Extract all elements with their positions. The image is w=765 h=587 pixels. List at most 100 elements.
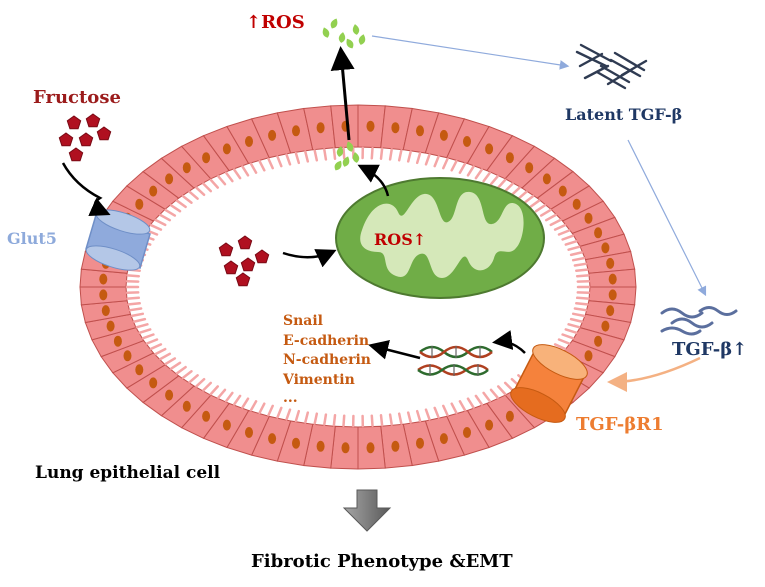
ros-particle — [342, 156, 350, 167]
cell-nucleus — [391, 122, 400, 134]
fructose-molecule — [240, 257, 256, 272]
cell-nucleus — [485, 419, 494, 431]
fructose-molecule — [85, 113, 101, 128]
cilium — [575, 268, 589, 273]
cilium — [202, 381, 213, 392]
cilium — [553, 223, 567, 231]
cilium — [332, 147, 337, 160]
cell-nucleus — [99, 273, 108, 285]
active-tgf-beta — [660, 306, 738, 336]
cell-nucleus — [123, 350, 132, 362]
cell-nucleus — [525, 162, 534, 174]
cilium — [450, 402, 458, 415]
fructose-molecule — [78, 132, 94, 147]
cilium — [503, 381, 514, 392]
ros-particle — [358, 34, 366, 45]
cilium — [342, 147, 346, 160]
ros-particles-top — [322, 18, 366, 49]
cilium — [258, 402, 266, 415]
cilium — [195, 377, 206, 388]
arrow-ros-up — [330, 46, 355, 141]
fructose-molecule — [254, 249, 270, 264]
cilium — [304, 411, 310, 424]
ros-mito-label: ROS↑ — [374, 230, 426, 249]
cell-nucleus — [416, 437, 424, 449]
cell-nucleus — [245, 136, 253, 147]
emt-gene-list: Snail E-cadherin N-cadherin Vimentin ... — [282, 313, 371, 406]
cell-nucleus — [202, 152, 211, 164]
cilium — [458, 162, 467, 174]
cilium — [573, 307, 588, 312]
cell-nucleus — [439, 433, 448, 445]
cilium — [482, 391, 492, 403]
cell-nucleus — [165, 389, 174, 401]
cilium — [564, 240, 578, 246]
cilium — [415, 409, 422, 423]
lung-cell-label: Lung epithelial cell — [35, 463, 221, 483]
cilium — [169, 204, 182, 213]
cilium — [159, 352, 172, 361]
cell-nucleus — [316, 440, 325, 452]
cilium — [126, 296, 141, 300]
cilium — [544, 213, 557, 222]
cell-nucleus — [222, 143, 231, 155]
ros-particle — [338, 32, 346, 43]
cilium — [323, 413, 328, 426]
outcome-down-arrow — [342, 489, 392, 532]
arrow-receptor-to-dna — [492, 330, 526, 354]
tgf-receptor-label: TGF-βR1 — [576, 414, 664, 435]
cilium — [175, 365, 187, 375]
fructose-molecules-outside — [58, 113, 112, 162]
latent-tgf-label: Latent TGF-β — [565, 105, 682, 124]
fructose-molecule — [68, 147, 84, 162]
fructose-label: Fructose — [33, 87, 121, 108]
gene-label: N-cadherin — [283, 352, 371, 368]
mitochondrion — [335, 177, 545, 299]
cilium — [232, 394, 242, 406]
cilium — [575, 301, 589, 306]
cell-nucleus — [505, 152, 514, 164]
cilium — [561, 333, 575, 340]
cilium — [133, 317, 147, 323]
cell-nucleus — [292, 125, 300, 137]
cilium — [267, 157, 274, 170]
cilium — [442, 404, 449, 417]
cilium — [276, 406, 283, 419]
cell-nucleus — [292, 437, 300, 449]
cell-nucleus — [316, 122, 325, 134]
cilium — [489, 388, 499, 399]
gene-label: ... — [283, 390, 298, 406]
cilium — [313, 149, 319, 162]
cilium — [466, 165, 475, 177]
cilium — [388, 148, 393, 161]
cilium — [474, 168, 484, 180]
cilium — [313, 412, 319, 425]
cilium — [458, 400, 467, 412]
cell-nucleus — [439, 129, 448, 141]
cilium — [342, 414, 346, 427]
cilium — [397, 412, 403, 425]
arrow-ros-to-latent-tgf — [371, 35, 570, 70]
cell-nucleus — [99, 289, 108, 301]
cilium — [388, 413, 393, 426]
cilium — [482, 171, 492, 183]
cilium — [379, 147, 384, 160]
cilium — [209, 385, 220, 396]
outcome-label: Fibrotic Phenotype &EMT — [251, 551, 513, 572]
cell-nucleus — [505, 410, 514, 422]
dna-helix — [417, 345, 493, 376]
cilium — [433, 155, 440, 168]
cell-nucleus — [601, 242, 610, 254]
cilium — [549, 218, 562, 227]
cell-nucleus — [222, 419, 231, 431]
latent-tgf-beta-fibers — [575, 43, 648, 90]
arrow-dna-to-genes — [368, 340, 421, 360]
cilium — [294, 409, 301, 423]
cilium — [276, 155, 283, 168]
cell-nucleus — [608, 289, 617, 301]
ros-particle — [322, 27, 330, 38]
ros-particle — [336, 146, 344, 157]
cilium — [241, 165, 250, 177]
cilium — [370, 414, 374, 427]
